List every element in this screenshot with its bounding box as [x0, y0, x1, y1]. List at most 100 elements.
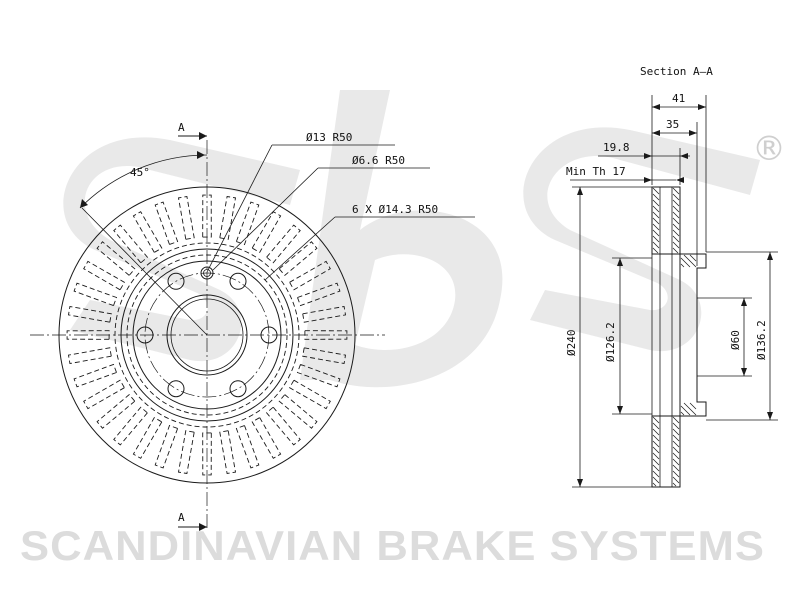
vent-rib [154, 201, 179, 246]
vent-rib [288, 260, 331, 291]
hatch-line [652, 217, 660, 225]
hatch-line [680, 405, 691, 416]
dim-136-2-label: Ø136.2 [755, 320, 768, 360]
hatch-line [652, 458, 660, 466]
dim-126-2: Ø126.2 [604, 257, 652, 415]
hatch-line [652, 193, 660, 201]
vent-rib [202, 432, 212, 476]
hatch-line [672, 235, 680, 243]
section-marker-bottom-label: A [178, 511, 185, 524]
callout-14-3: 6 X Ø14.3 R50 [264, 203, 475, 281]
hatch-line [672, 211, 680, 219]
section-profile [651, 186, 707, 488]
hatch-line [652, 422, 660, 430]
section-marker-top-label: A [178, 121, 185, 134]
hatch-line [652, 452, 660, 460]
sbs-watermark-logo: ® [63, 90, 786, 388]
hatch-line [652, 440, 660, 448]
section-marker-bottom: A [178, 511, 207, 531]
vent-rib [304, 330, 348, 340]
vent-rib [67, 305, 112, 323]
vent-rib [96, 393, 136, 429]
hatch-line [652, 199, 660, 207]
hatch-line [652, 247, 659, 254]
dim-136-2: Ø136.2 [706, 251, 778, 421]
hatch-line [672, 205, 680, 213]
registered-mark: ® [752, 129, 786, 169]
hatch-line [652, 211, 660, 219]
hatch-line [672, 416, 680, 424]
vent-rib [96, 241, 136, 277]
vent-rib [265, 406, 301, 446]
vent-rib [278, 241, 318, 277]
section-hatching [652, 187, 697, 487]
hatch-line [672, 428, 680, 436]
section-title: Section A–A [640, 65, 713, 78]
hatch-line [652, 241, 660, 249]
hatch-line [652, 223, 660, 231]
hatch-line [652, 470, 660, 478]
dim-35-label: 35 [666, 118, 679, 131]
vent-rib [177, 195, 195, 240]
hatch-line [672, 422, 680, 430]
vent-rib [73, 282, 118, 307]
vent-ribs [66, 194, 348, 476]
vent-rib [66, 330, 110, 340]
vent-rib [288, 379, 331, 410]
vent-rib [278, 393, 318, 429]
vent-rib [251, 416, 282, 459]
hatch-line [652, 428, 660, 436]
hatch-line [672, 217, 680, 225]
dim-41: 41 [651, 92, 707, 252]
hatch-line [672, 193, 680, 201]
dim-min-th-label: Min Th 17 [566, 165, 626, 178]
hatch-line [672, 187, 680, 195]
callout-6-6: Ø6.6 R50 [212, 154, 430, 271]
section-marker-top: A [178, 121, 207, 140]
vent-rib [296, 363, 341, 388]
hatch-line [672, 464, 680, 472]
hatch-line [680, 257, 691, 268]
dim-min-th: Min Th 17 [566, 165, 684, 183]
hatch-line [672, 476, 680, 484]
bolt-hole [167, 272, 185, 290]
vent-rib [83, 379, 126, 410]
dim-126-2-label: Ø126.2 [604, 322, 617, 362]
hatch-line [652, 434, 660, 442]
vent-rib [154, 424, 179, 469]
hatch-line [672, 446, 680, 454]
hatch-line [689, 402, 697, 410]
hatch-line [652, 416, 660, 424]
hatch-line [672, 470, 680, 478]
vent-rib [132, 211, 163, 254]
vent-rib [113, 406, 149, 446]
hatch-line [680, 411, 685, 416]
vent-rib [302, 347, 347, 365]
vent-rib [73, 363, 118, 388]
callout-14-3-label: 6 X Ø14.3 R50 [352, 203, 438, 216]
dim-240-label: Ø240 [565, 330, 578, 357]
front-view: A A 45° Ø13 R50 Ø6.6 R50 [30, 121, 475, 531]
callout-13: Ø13 R50 [206, 131, 395, 273]
vent-rib [219, 195, 237, 240]
vent-rib [219, 430, 237, 475]
vent-rib [132, 416, 163, 459]
dim-60: Ø60 [697, 297, 752, 377]
callout-13-label: Ø13 R50 [306, 131, 352, 144]
vent-rib [67, 347, 112, 365]
hatch-line [680, 263, 685, 268]
hatch-line [672, 452, 680, 460]
vent-rib [251, 211, 282, 254]
hatch-line [672, 440, 680, 448]
vent-rib [302, 305, 347, 323]
bolt-hole [229, 380, 247, 398]
vent-rib [202, 194, 212, 238]
dim-240: Ø240 [565, 186, 652, 488]
vent-rib [113, 224, 149, 264]
section-view: Section A–A 41 [565, 65, 778, 488]
hatch-line [683, 254, 697, 268]
hatch-line [672, 223, 680, 231]
company-watermark: SCANDINAVIAN BRAKE SYSTEMS [20, 522, 765, 569]
hatch-line [652, 476, 660, 484]
